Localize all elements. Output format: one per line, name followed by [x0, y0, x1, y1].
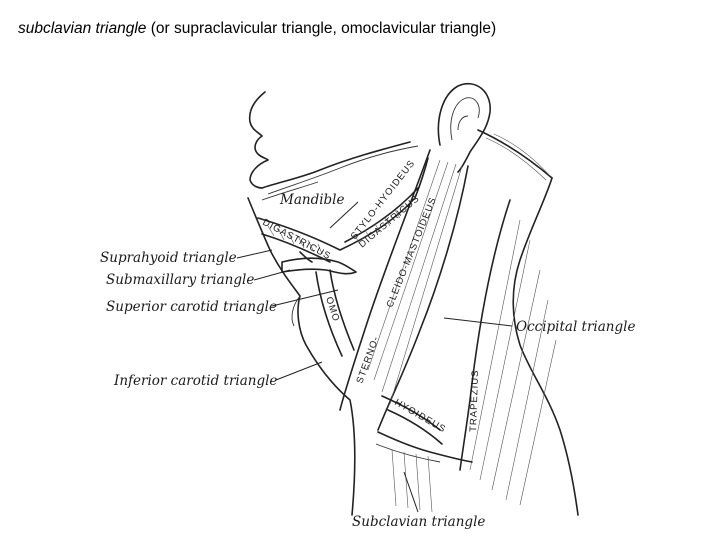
label-suprahyoid-triangle: Suprahyoid triangle [100, 250, 237, 266]
hyoid-bone [281, 251, 357, 275]
title-term: subclavian triangle [18, 20, 147, 37]
throat-outline [247, 197, 356, 516]
label-subclavian-triangle: Subclavian triangle [352, 514, 485, 530]
title-rest: (or supraclavicular triangle, omoclavicu… [146, 20, 497, 37]
label-superior-carotid-triangle: Superior carotid triangle [106, 299, 277, 315]
slide-title: subclavian triangle (or supraclavicular … [18, 20, 496, 38]
nape-outline [477, 129, 579, 516]
sternocleidomastoid [339, 149, 469, 431]
label-mandible: Mandible [279, 192, 344, 208]
label-sterno: STERNO- [354, 335, 381, 386]
label-submaxillary-triangle: Submaxillary triangle [106, 272, 254, 288]
label-occipital-triangle: Occipital triangle [516, 319, 635, 335]
trapezius [459, 199, 557, 506]
omohyoid [315, 269, 443, 445]
digastric-band [257, 157, 429, 263]
label-inferior-carotid-triangle: Inferior carotid triangle [113, 373, 277, 389]
label-omo: OMO [323, 296, 341, 324]
ear [437, 83, 491, 173]
label-trapezius: TRAPEZIUS [468, 369, 481, 432]
clavicle-region [375, 431, 473, 513]
face-outline [248, 91, 419, 201]
label-digastricus-lower: DIGASTRICUS [261, 217, 333, 262]
leader-lines [236, 201, 513, 513]
